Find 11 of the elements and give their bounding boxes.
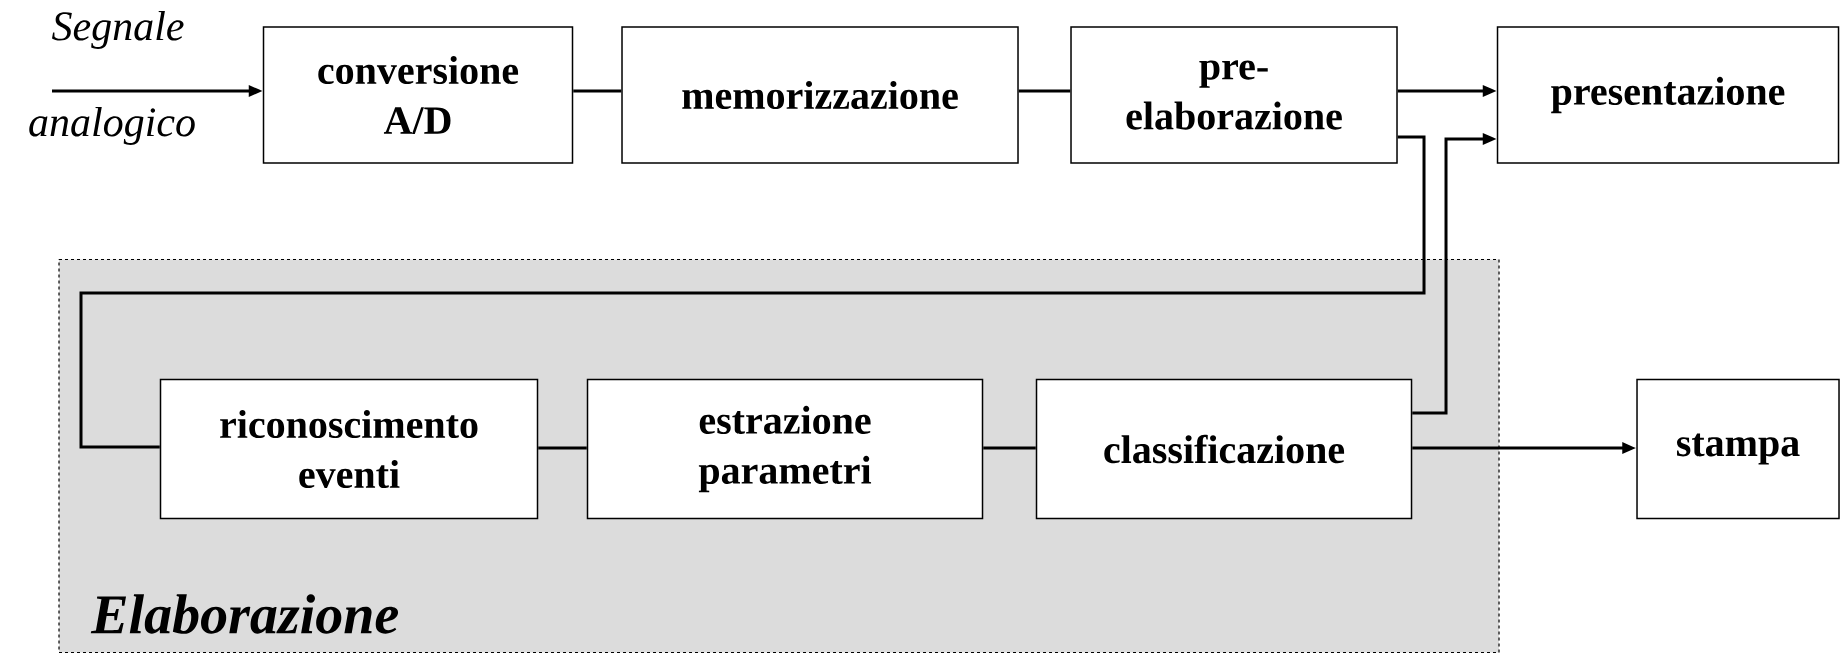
process-box: pre-elaborazione [1070, 26, 1398, 164]
process-box: riconoscimento eventi [159, 378, 539, 520]
signal-label: analogico [29, 106, 195, 146]
region-title: Elaborazione [90, 594, 399, 634]
process-box: stampa [1636, 378, 1840, 520]
process-box: estrazione parametri [586, 378, 984, 520]
process-box: presentazione [1496, 26, 1840, 164]
process-box: memorizzazione [621, 26, 1019, 164]
process-box: classificazione [1035, 378, 1413, 520]
process-box: conversione A/D [262, 26, 574, 164]
signal-label: Segnale [52, 10, 184, 50]
